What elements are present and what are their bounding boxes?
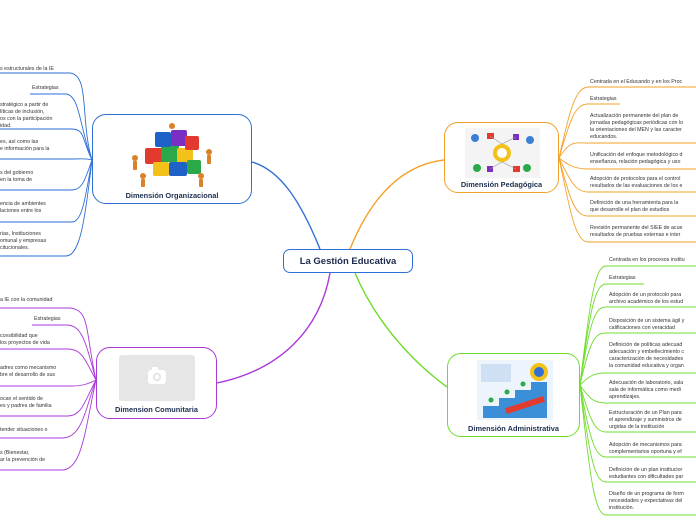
leaf-organizacional-3[interactable]: es, así como las e información para la xyxy=(0,139,50,152)
leaf-pedagogica-0[interactable]: Centrada en el Educando y en los Proc xyxy=(590,79,683,85)
image-placeholder-icon xyxy=(119,355,195,401)
leaf-administrativa-4[interactable]: Definición de políticas adecuad adecuaci… xyxy=(609,342,685,369)
link-central-comunitaria xyxy=(216,272,331,384)
link-central-administrativa xyxy=(354,272,448,388)
administrativa-leaf-links xyxy=(579,265,696,516)
leaf-pedagogica-5[interactable]: Definición de una herramienta para la qu… xyxy=(590,200,679,213)
leaf-administrativa-0[interactable]: Centrada en los procesos institu xyxy=(609,257,685,263)
branch-title: Dimensión Pedagógica xyxy=(460,180,543,189)
leaf-organizacional-6[interactable]: rias, Instituciones omunal y empresas ci… xyxy=(0,231,47,251)
leaf-organizacional-5[interactable]: encia de ambientes laciones entre los xyxy=(0,201,46,214)
branch-title: Dimensión Administrativa xyxy=(468,424,559,433)
branch-administrativa[interactable]: Dimensión Administrativa xyxy=(447,353,580,437)
leaf-comunitaria-2[interactable]: ccesibilidad que los proyectos de vida xyxy=(0,333,50,346)
leaf-administrativa-9[interactable]: Diseño de un programa de form necesidade… xyxy=(609,491,684,511)
leaf-administrativa-5[interactable]: Adecuación de laboratorio, sala sala de … xyxy=(609,380,684,400)
organizacional-leaf-links xyxy=(0,72,93,257)
branch-comunitaria[interactable]: Dimension Comunitaria xyxy=(96,347,217,419)
leaf-pedagogica-3[interactable]: Unificación del enfoque metodológico d e… xyxy=(590,152,683,165)
leaf-comunitaria-1[interactable]: Estrategias xyxy=(34,316,61,322)
puzzle-people-illustration xyxy=(125,122,220,188)
leaf-comunitaria-6[interactable]: s (Bienestar, ar la prevención de xyxy=(0,450,46,463)
branch-pedagogica[interactable]: Dimensión Pedagógica xyxy=(444,122,559,193)
leaf-pedagogica-6[interactable]: Revisión permanente del SIEE de acue res… xyxy=(590,225,683,238)
pedagogica-leaf-links xyxy=(558,86,696,243)
leaf-organizacional-4[interactable]: s del gobierno en la toma de xyxy=(0,170,34,183)
link-central-organizacional xyxy=(251,161,321,250)
branch-title: Dimensión Organizacional xyxy=(125,191,219,200)
leaf-administrativa-6[interactable]: Estructuración de un Plan para el aprend… xyxy=(609,410,682,430)
leaf-administrativa-3[interactable]: Disposición de un sistema ágil y calific… xyxy=(609,318,685,331)
leaf-pedagogica-1[interactable]: Estrategias xyxy=(590,96,617,102)
leaf-administrativa-2[interactable]: Adopción de un protocolo para archivo ac… xyxy=(609,292,684,305)
education-icons-illustration xyxy=(465,128,540,178)
leaf-administrativa-1[interactable]: Estrategias xyxy=(609,275,636,281)
leaf-pedagogica-2[interactable]: Actualización permanente del plan de jor… xyxy=(590,113,684,140)
leaf-administrativa-7[interactable]: Adopción de mecanismos para complementar… xyxy=(609,442,682,455)
central-title: La Gestión Educativa xyxy=(299,255,397,267)
leaf-comunitaria-5[interactable]: tender situaciones o xyxy=(0,427,48,433)
comunitaria-leaf-links xyxy=(0,307,97,471)
branch-title: Dimension Comunitaria xyxy=(115,405,198,414)
leaf-comunitaria-3[interactable]: adres como mecanismo bre el desarrollo d… xyxy=(0,365,57,378)
leaf-organizacional-2[interactable]: stratégico a partir de líticas de inclus… xyxy=(0,102,53,129)
leaf-organizacional-0[interactable]: s estructurales de la IE xyxy=(0,66,54,72)
branch-organizacional[interactable]: Dimensión Organizacional xyxy=(92,114,252,204)
leaf-comunitaria-4[interactable]: ocan el sentido de es y padres de famili… xyxy=(0,396,52,409)
stairs-success-illustration xyxy=(477,360,553,420)
central-topic[interactable]: La Gestión Educativa xyxy=(283,249,413,273)
leaf-administrativa-8[interactable]: Definición de un plan institucior estudi… xyxy=(609,467,684,480)
link-central-pedagogica xyxy=(349,159,445,250)
leaf-pedagogica-4[interactable]: Adopción de protocolos para el control r… xyxy=(590,176,683,189)
leaf-comunitaria-0[interactable]: a IE con la comunidad xyxy=(0,297,53,303)
leaf-organizacional-1[interactable]: Estrategias xyxy=(32,85,59,91)
